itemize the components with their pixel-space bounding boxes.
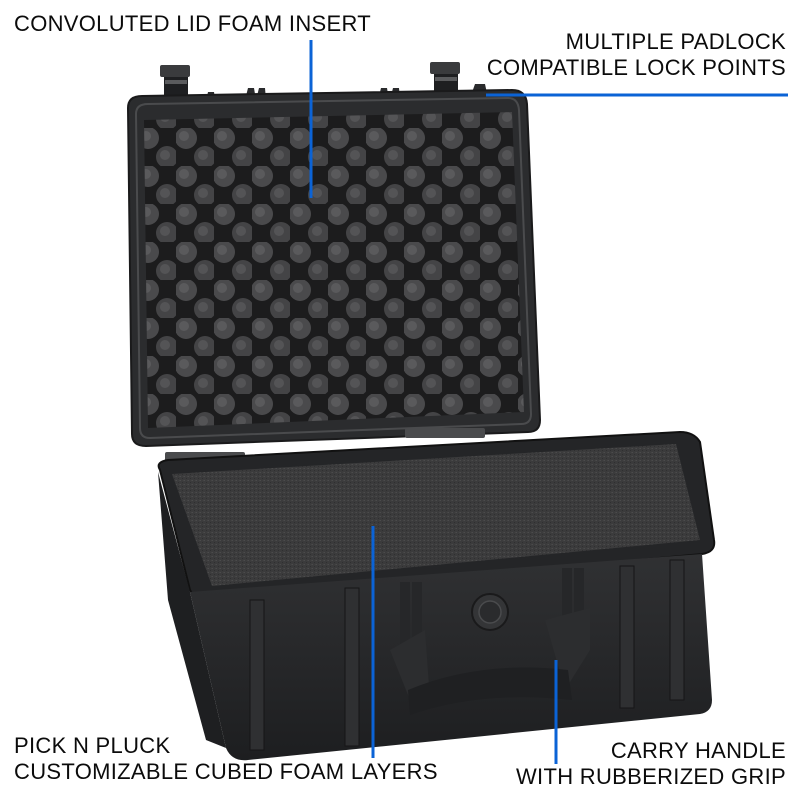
carry-handle [390,568,590,715]
callout-text: WITH RUBBERIZED GRIP [515,764,786,789]
callout-text: PICK N PLUCK [14,733,171,758]
callout-text: COMPATIBLE LOCK POINTS [486,55,786,80]
callout-text: MULTIPLE PADLOCK [565,29,786,54]
callout-lock-points: MULTIPLE PADLOCK COMPATIBLE LOCK POINTS [487,29,786,81]
pressure-valve [471,593,509,631]
convoluted-lid-foam [144,112,524,428]
callout-text: CARRY HANDLE [610,738,786,763]
callout-text: CONVOLUTED LID FOAM INSERT [14,11,371,36]
callout-text: CUSTOMIZABLE CUBED FOAM LAYERS [14,759,438,784]
pick-n-pluck-foam [172,444,700,586]
callout-lid-foam: CONVOLUTED LID FOAM INSERT [14,11,371,37]
callout-cubed-foam: PICK N PLUCK CUSTOMIZABLE CUBED FOAM LAY… [14,733,438,785]
callout-lines [309,40,788,764]
callout-carry-handle: CARRY HANDLE WITH RUBBERIZED GRIP [516,738,786,790]
handle-grip [408,667,572,715]
